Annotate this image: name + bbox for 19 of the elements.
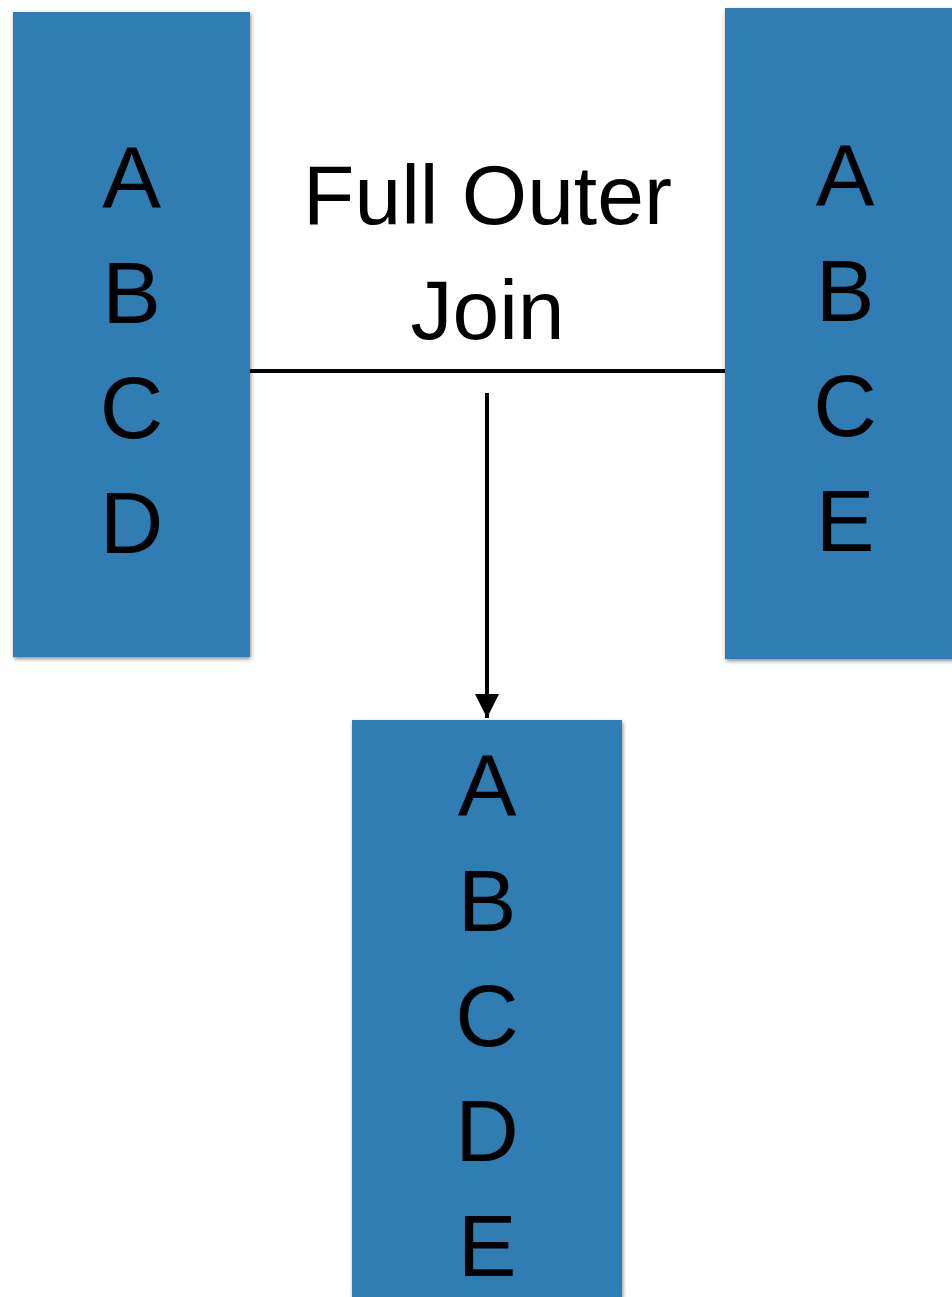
column-letter: A xyxy=(102,127,161,229)
column-letter: A xyxy=(815,125,875,227)
column-letter: E xyxy=(457,1195,517,1297)
column-letter: B xyxy=(102,242,161,344)
table-column-box xyxy=(13,12,250,657)
column-letter: D xyxy=(455,1080,519,1182)
edge-label: Full Outer Join xyxy=(302,147,673,359)
table-column-box xyxy=(725,8,952,659)
column-letter: B xyxy=(457,850,517,952)
column-letter: A xyxy=(457,735,517,837)
column-letter: C xyxy=(813,355,877,457)
table-column-box xyxy=(352,720,622,1297)
connector-line xyxy=(250,369,725,373)
column-letter: C xyxy=(455,965,519,1067)
column-letter: D xyxy=(99,472,164,574)
column-letter: E xyxy=(815,470,875,572)
arrow xyxy=(475,393,499,718)
column-letter: C xyxy=(99,357,164,459)
column-letter: B xyxy=(815,240,875,342)
